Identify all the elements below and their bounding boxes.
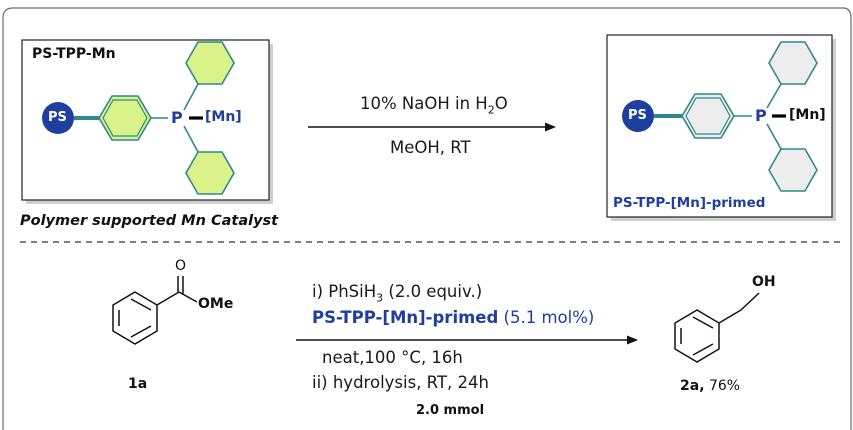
- box1-title: PS-TPP-Mn: [32, 46, 116, 62]
- mn-label-left: [Mn]: [205, 109, 242, 125]
- phenyl-ring-bottom-left: [185, 151, 235, 195]
- ps-label-right: PS: [628, 108, 647, 123]
- reactant-label: 1a: [128, 376, 148, 392]
- arrow-bottom-condition: MeOH, RT: [390, 138, 471, 157]
- reaction-scale: 2.0 mmol: [416, 403, 485, 418]
- product-oh: OH: [752, 274, 776, 290]
- catalyst-loading: PS-TPP-[Mn]-primed (5.1 mol%): [312, 308, 595, 327]
- ps-bead-left: [42, 102, 74, 134]
- p-atom-right: P: [755, 106, 767, 125]
- step2-hydrolysis: ii) hydrolysis, RT, 24h: [312, 373, 489, 392]
- outer-frame: [2, 7, 852, 430]
- product-structure: [674, 292, 760, 363]
- catalyst-box-right: [606, 34, 836, 221]
- ps-label-left: PS: [48, 110, 67, 125]
- product-label: 2a, 76%: [680, 378, 741, 394]
- phenyl-ring-top-left: [185, 41, 235, 85]
- caption-polymer-supported: Polymer supported Mn Catalyst: [20, 213, 279, 229]
- arrow-top-condition: 10% NaOH in H2O: [360, 94, 508, 117]
- phenyl-ring-bottom-right: [768, 148, 818, 192]
- catalyst-box-left: [21, 39, 273, 204]
- box2-label: PS-TPP-[Mn]-primed: [613, 195, 766, 211]
- reactant-structure: [112, 276, 198, 345]
- phenyl-ring-top-right: [768, 41, 818, 85]
- reactant-ome: OMe: [198, 296, 234, 312]
- mn-label-right: [Mn]: [789, 107, 826, 123]
- reactant-oxygen: O: [175, 258, 187, 274]
- p-atom-left: P: [171, 108, 183, 127]
- reaction-conditions: neat,100 °C, 16h: [322, 348, 463, 367]
- step1-reagent: i) PhSiH3 (2.0 equiv.): [312, 282, 483, 305]
- ps-bead-right: [622, 100, 654, 132]
